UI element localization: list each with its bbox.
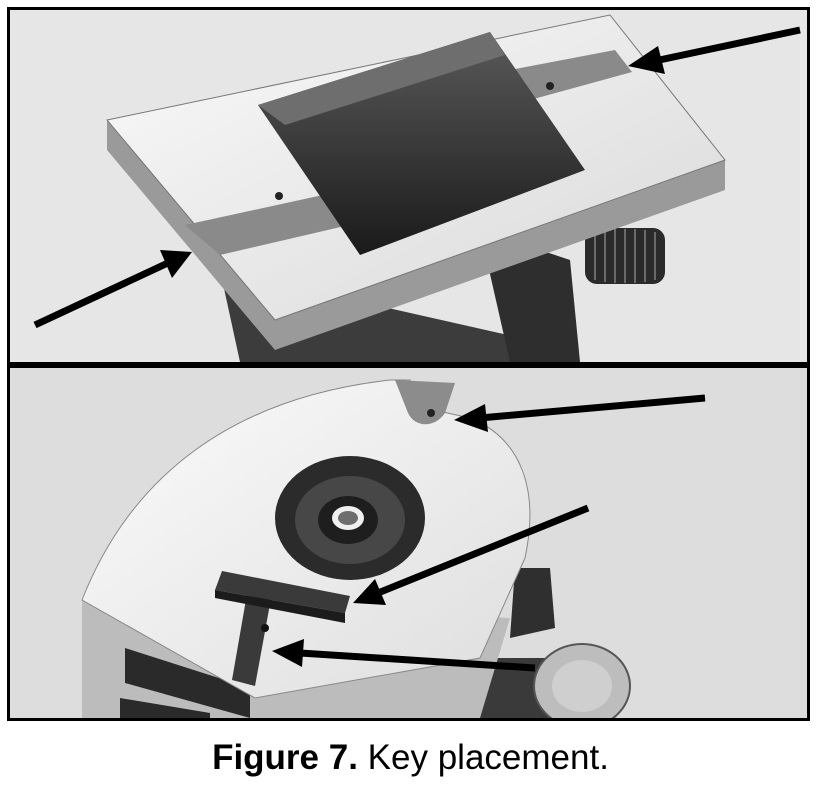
arrow-key-stem	[272, 639, 536, 672]
figure-number: Figure 7.	[212, 738, 358, 777]
top-notch-keyway	[395, 380, 455, 425]
knurled-knob	[585, 228, 665, 284]
arrow-top-notch	[454, 394, 706, 432]
figure-caption: Figure 7. Key placement.	[0, 738, 821, 778]
spindle	[275, 456, 425, 580]
photo-bottom-head-keys	[7, 365, 810, 721]
photo-top-bed-keyways	[7, 7, 810, 365]
arrow-key-top	[353, 504, 590, 605]
caption-text: Key placement.	[367, 738, 609, 777]
bed-illustration	[10, 10, 807, 362]
arrow-lower-left	[33, 250, 192, 329]
upper-keyway	[510, 50, 632, 100]
head-illustration	[10, 368, 807, 718]
key	[215, 571, 350, 686]
arrow-upper-right	[628, 26, 801, 74]
